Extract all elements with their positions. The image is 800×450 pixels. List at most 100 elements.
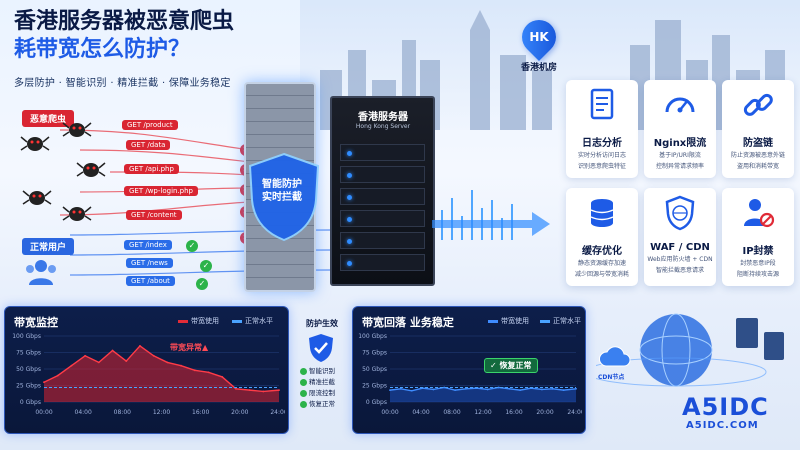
x-tick-label: 04:00 bbox=[412, 409, 429, 416]
protect-shield-icon bbox=[309, 334, 333, 362]
usage-area bbox=[44, 345, 279, 402]
spider-bot-icon bbox=[20, 136, 50, 151]
x-tick-label: 08:00 bbox=[443, 409, 460, 416]
data-point bbox=[248, 389, 251, 392]
recovery-badge: ✓ 恢复正常 bbox=[484, 358, 538, 373]
x-tick-label: 00:00 bbox=[35, 409, 52, 416]
normal-request: GET /about bbox=[126, 276, 175, 286]
feature-card-log-analysis: 日志分析 实时分析访问日志识别恶意爬虫特征 bbox=[566, 80, 638, 178]
usage-line bbox=[43, 344, 280, 393]
bandwidth-alert: 带宽异常▲ bbox=[170, 343, 209, 352]
feature-card-ip-ban: IP封禁 封禁恶意IP段阻断持续攻击源 bbox=[722, 188, 794, 286]
legend-usage: 带宽使用 bbox=[488, 316, 529, 326]
normal-request: GET /news bbox=[126, 258, 173, 268]
data-point bbox=[152, 354, 155, 357]
city-skyline-illustration bbox=[300, 0, 800, 130]
feature-card-cache: 缓存优化 静态资源缓存加速减少回源与带宽消耗 bbox=[566, 188, 638, 286]
rack-unit bbox=[340, 144, 425, 161]
data-point bbox=[454, 389, 456, 392]
data-point bbox=[84, 354, 87, 357]
x-tick-label: 20:00 bbox=[231, 409, 248, 416]
data-point bbox=[207, 371, 210, 374]
rack-unit bbox=[340, 254, 425, 271]
data-point bbox=[125, 360, 128, 362]
protect-item: 精准拦截 bbox=[300, 377, 344, 388]
globe-network-illustration bbox=[596, 313, 784, 387]
malicious-crawler-label: 恶意爬虫 bbox=[22, 110, 75, 127]
brand-logo: A5IDC bbox=[682, 393, 769, 421]
x-tick-label: 12:00 bbox=[474, 409, 491, 416]
malicious-request: GET /content bbox=[126, 210, 182, 220]
x-tick-label: 04:00 bbox=[75, 409, 92, 416]
bandwidth-recovery-panel bbox=[352, 306, 586, 434]
log-document-icon bbox=[590, 88, 614, 120]
data-point bbox=[56, 374, 59, 377]
feature-card-nginx-limit: Nginx限流 基于IP/URI限流控制异常请求频率 bbox=[644, 80, 716, 178]
x-tick-label: 24:00 bbox=[567, 409, 582, 416]
x-tick-label: 00:00 bbox=[381, 409, 398, 416]
protect-item: 恢复正常 bbox=[300, 399, 344, 410]
data-point bbox=[262, 390, 265, 393]
data-point bbox=[70, 364, 73, 367]
x-tick-label: 20:00 bbox=[536, 409, 553, 416]
y-tick-label: 100 Gbps bbox=[358, 333, 387, 340]
allow-check-icon: ✓ bbox=[200, 260, 212, 272]
data-point bbox=[180, 364, 182, 367]
database-icon bbox=[590, 199, 614, 227]
data-point bbox=[139, 345, 141, 347]
data-point bbox=[221, 376, 224, 378]
panel-right-title: 带宽回落 业务稳定 bbox=[362, 316, 454, 329]
rack-unit bbox=[340, 188, 425, 205]
y-tick-label: 100 Gbps bbox=[12, 333, 41, 340]
x-tick-label: 24:00 bbox=[270, 409, 285, 416]
users-group-icon bbox=[26, 260, 56, 285]
rack-unit bbox=[340, 232, 425, 249]
protect-item: 智能识别 bbox=[300, 366, 344, 377]
shield-label: 智能防护实时拦截 bbox=[262, 179, 302, 203]
y-tick-label: 75 Gbps bbox=[362, 350, 387, 357]
malicious-request: GET /product bbox=[122, 120, 178, 130]
page-title: 香港服务器被恶意爬虫 耗带宽怎么防护？ bbox=[14, 9, 235, 62]
data-point bbox=[508, 387, 511, 390]
normal-user-label: 正常用户 bbox=[22, 238, 75, 255]
data-point bbox=[193, 369, 196, 372]
brand-site: A5IDC.COM bbox=[686, 420, 759, 431]
malicious-request: GET /data bbox=[126, 140, 171, 150]
speedometer-icon bbox=[665, 97, 695, 113]
spider-bot-icon bbox=[62, 122, 92, 137]
spider-bot-icon bbox=[76, 162, 106, 177]
data-point bbox=[562, 389, 565, 392]
data-point bbox=[541, 388, 543, 391]
malicious-request: GET /api.php bbox=[124, 164, 179, 174]
cdn-cloud-icon bbox=[599, 346, 631, 367]
page-subtitle: 多层防护 · 智能识别 · 精准拦截 · 保障业务稳定 bbox=[14, 78, 231, 89]
data-point bbox=[551, 387, 554, 390]
data-point bbox=[97, 361, 100, 364]
cdn-label: CDN节点 bbox=[598, 374, 625, 381]
legend-normal: 正常水平 bbox=[540, 316, 581, 326]
y-tick-label: 0 Gbps bbox=[366, 399, 387, 406]
x-tick-label: 16:00 bbox=[505, 409, 522, 416]
legend-normal: 正常水平 bbox=[232, 316, 273, 326]
x-tick-label: 12:00 bbox=[153, 409, 170, 416]
x-tick-label: 08:00 bbox=[114, 409, 131, 416]
data-point bbox=[519, 389, 522, 392]
normal-request: GET /index bbox=[124, 240, 172, 250]
rack-unit bbox=[340, 166, 425, 183]
data-point bbox=[389, 389, 391, 392]
data-point bbox=[443, 386, 446, 389]
protect-item: 限流控制 bbox=[300, 388, 344, 399]
data-point bbox=[43, 381, 45, 384]
protect-list: 智能识别 精准拦截 限流控制 恢复正常 bbox=[300, 366, 344, 410]
usage-line bbox=[389, 386, 577, 392]
server-label: 香港服务器 Hong Kong Server bbox=[355, 112, 411, 130]
y-tick-label: 25 Gbps bbox=[16, 383, 41, 390]
usage-area bbox=[390, 387, 576, 402]
data-point bbox=[432, 388, 435, 391]
malicious-request: GET /wp-login.php bbox=[124, 186, 199, 196]
y-tick-label: 50 Gbps bbox=[16, 366, 41, 373]
data-point bbox=[235, 387, 237, 390]
